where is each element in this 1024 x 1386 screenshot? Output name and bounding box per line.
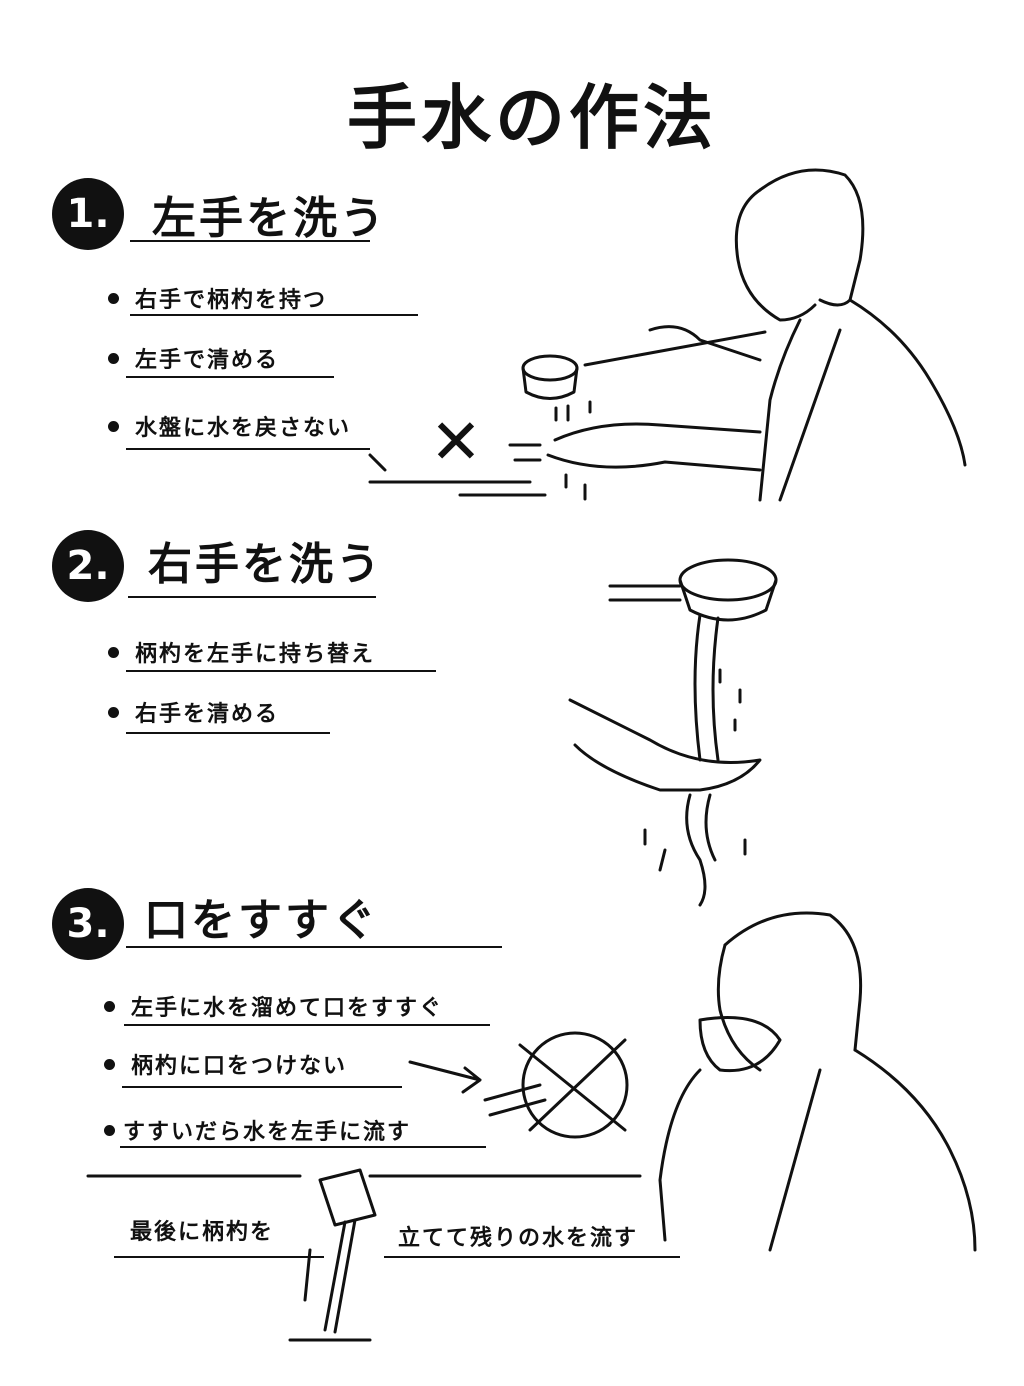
divider <box>114 1256 324 1258</box>
step-1-item-2: 左手で清める <box>108 342 279 374</box>
arrow-icon <box>408 1060 482 1094</box>
bullet-icon <box>108 706 119 718</box>
item-text: 水盤に水を戻さない <box>135 416 352 441</box>
item-text: 右手で柄杓を持つ <box>135 288 328 313</box>
step-2-item-1: 柄杓を左手に持ち替え <box>108 636 375 668</box>
divider <box>126 448 370 450</box>
step-1-heading: 左手を洗う <box>152 193 387 244</box>
bullet-icon <box>108 420 119 432</box>
item-text: 柄杓を左手に持ち替え <box>135 642 376 667</box>
step-3-number: 3. <box>52 888 124 960</box>
item-text: 柄杓に口をつけない <box>131 1054 348 1079</box>
bullet-icon <box>108 292 119 304</box>
step-2-item-2: 右手を清める <box>108 696 279 728</box>
item-text: すすいだら水を左手に流す <box>123 1120 412 1145</box>
step-3-heading: 口をすすぐ <box>144 895 379 946</box>
divider <box>122 1086 402 1088</box>
divider <box>384 1256 680 1258</box>
step-1-item-3: 水盤に水を戻さない <box>108 410 351 442</box>
divider <box>126 376 334 378</box>
step-2-number: 2. <box>52 530 124 602</box>
divider <box>126 670 436 672</box>
item-text: 左手で清める <box>135 348 280 373</box>
final-instruction-part-2: 立てて残りの水を流す <box>398 1226 639 1251</box>
step-3-item-3: すすいだら水を左手に流す <box>104 1114 411 1146</box>
prohibited-ladle-mouth-icon <box>483 1031 629 1139</box>
item-text: 右手を清める <box>135 702 280 727</box>
page-title: 手水の作法 <box>347 77 717 159</box>
divider <box>126 732 330 734</box>
item-text: 左手に水を溜めて口をすすぐ <box>131 996 444 1021</box>
divider <box>120 1146 486 1148</box>
cross-mark-icon: ✕ <box>430 405 482 478</box>
divider <box>124 1024 490 1026</box>
person-rinsing-mouth-illustration <box>658 911 977 1252</box>
bullet-icon <box>104 1000 115 1012</box>
step-3-item-1: 左手に水を溜めて口をすすぐ <box>104 990 443 1022</box>
bullet-icon <box>108 646 119 658</box>
bullet-icon <box>104 1058 115 1070</box>
step-3-item-2: 柄杓に口をつけない <box>104 1048 347 1080</box>
step-2-heading: 右手を洗う <box>148 539 383 590</box>
person-washing-left-hand-illustration <box>368 168 967 502</box>
divider <box>128 596 376 598</box>
upright-ladle-illustration <box>288 1168 377 1342</box>
ladle-pouring-right-hand-illustration <box>568 558 778 907</box>
step-1-item-1: 右手で柄杓を持つ <box>108 282 327 314</box>
final-instruction-part-1: 最後に柄杓を <box>130 1220 275 1245</box>
divider <box>130 314 418 316</box>
bullet-icon <box>104 1124 115 1136</box>
divider <box>130 240 370 242</box>
divider <box>126 946 502 948</box>
bullet-icon <box>108 352 119 364</box>
step-1-number: 1. <box>52 178 124 250</box>
